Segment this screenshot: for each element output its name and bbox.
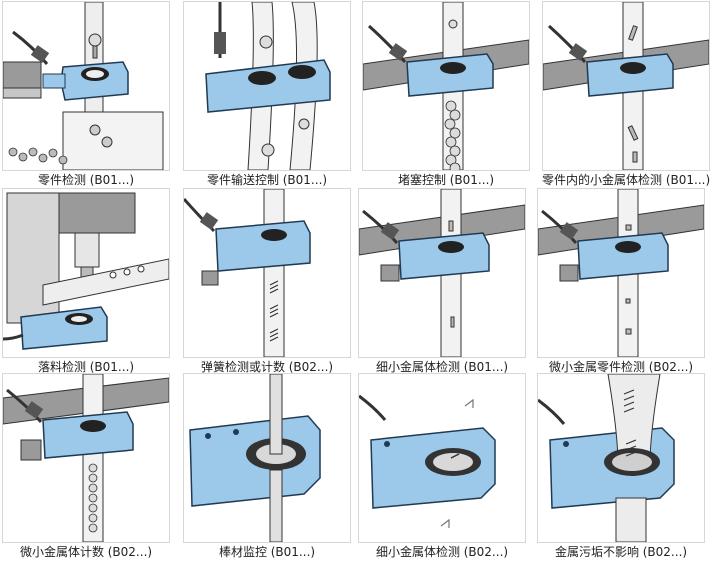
item-caption[interactable]: 落料检测 (B01...) (37, 360, 135, 374)
gallery-item-blanking-detection[interactable]: 落料检测 (B01...) (2, 188, 172, 375)
thumbnail-image (183, 188, 351, 358)
thumbnail-image (183, 1, 351, 171)
gallery-item-tiny-metal-parts[interactable]: 微小金属零件检测 (B02...) (537, 188, 707, 375)
thumbnail-image (542, 1, 710, 171)
gallery-item-clog-control[interactable]: 堵塞控制 (B01...) (362, 1, 532, 188)
item-caption[interactable]: 细小金属体检测 (B01...) (375, 360, 509, 374)
thumbnail-image (2, 188, 170, 358)
gallery-item-metal-in-parts[interactable]: 零件内的小金属体检测 (B01...) (542, 1, 712, 188)
item-caption[interactable]: 微小金属零件检测 (B02...) (548, 360, 694, 374)
thumbnail-image (2, 373, 170, 543)
item-caption[interactable]: 零件内的小金属体检测 (B01...) (542, 173, 710, 187)
thumbnail-image (358, 188, 526, 358)
thumbnail-image (183, 373, 351, 543)
gallery-item-dirt-immune[interactable]: 金属污垢不影响 (B02...) (537, 373, 707, 560)
item-caption[interactable]: 零件输送控制 (B01...) (206, 173, 328, 187)
thumbnail-image (537, 188, 705, 358)
gallery-item-parts-conveying[interactable]: 零件输送控制 (B01...) (183, 1, 353, 188)
thumbnail-image (537, 373, 705, 543)
item-caption[interactable]: 弹簧检测或计数 (B02...) (200, 360, 334, 374)
item-caption[interactable]: 棒材监控 (B01...) (218, 545, 316, 559)
gallery-item-spring-detection[interactable]: 弹簧检测或计数 (B02...) (183, 188, 353, 375)
item-caption[interactable]: 微小金属体计数 (B02...) (19, 545, 153, 559)
gallery-item-rod-monitoring[interactable]: 棒材监控 (B01...) (183, 373, 353, 560)
gallery-item-tiny-metal-count[interactable]: 微小金属体计数 (B02...) (2, 373, 172, 560)
item-caption[interactable]: 零件检测 (B01...) (37, 173, 135, 187)
item-caption[interactable]: 金属污垢不影响 (B02...) (554, 545, 688, 559)
item-caption[interactable]: 堵塞控制 (B01...) (397, 173, 495, 187)
item-caption[interactable]: 细小金属体检测 (B02...) (375, 545, 509, 559)
thumbnail-image (362, 1, 530, 171)
gallery-item-parts-detection[interactable]: 零件检测 (B01...) (2, 1, 172, 188)
thumbnail-image (358, 373, 526, 543)
thumbnail-image (2, 1, 170, 171)
gallery-item-small-metal-detection-b02[interactable]: 细小金属体检测 (B02...) (358, 373, 528, 560)
gallery-item-small-metal-detection[interactable]: 细小金属体检测 (B01...) (358, 188, 528, 375)
